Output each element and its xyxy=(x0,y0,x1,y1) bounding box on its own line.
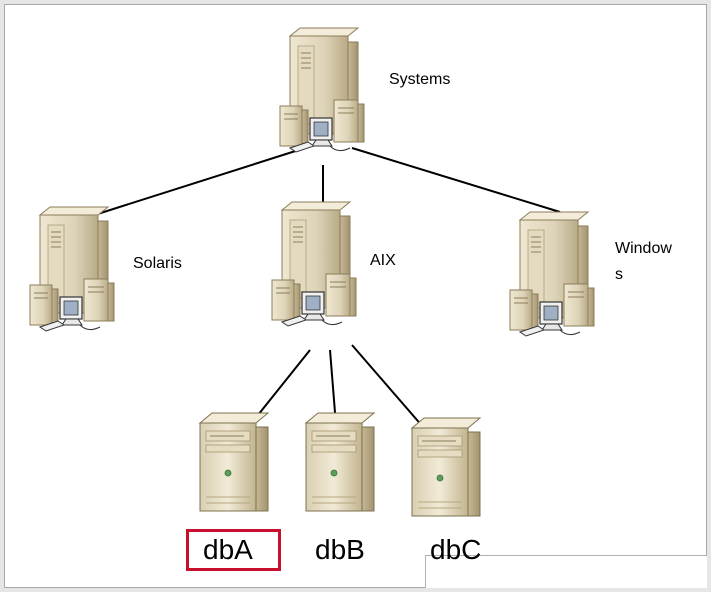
overlay-panel xyxy=(425,555,707,588)
label-windows-line1: Window xyxy=(615,240,672,257)
label-dba[interactable]: dbA xyxy=(203,534,253,565)
label-aix: AIX xyxy=(370,252,396,269)
label-dbc[interactable]: dbC xyxy=(430,534,482,565)
label-dbb[interactable]: dbB xyxy=(315,534,365,565)
edge-systems-solaris xyxy=(84,147,306,219)
node-systems-icon[interactable] xyxy=(279,27,365,153)
label-windows-line2: s xyxy=(615,266,623,283)
label-solaris: Solaris xyxy=(133,255,182,272)
edge-aix-dbc xyxy=(351,344,431,436)
node-aix-icon[interactable] xyxy=(271,201,357,327)
db-server-a-icon[interactable] xyxy=(199,412,269,512)
node-solaris-icon[interactable] xyxy=(29,206,115,332)
db-server-c-icon[interactable] xyxy=(411,417,481,517)
selection-highlight xyxy=(186,529,281,571)
db-server-b-icon[interactable] xyxy=(305,412,375,512)
edge-systems-windows xyxy=(351,147,561,213)
node-windows-icon[interactable] xyxy=(509,211,595,337)
label-systems: Systems xyxy=(389,71,451,88)
